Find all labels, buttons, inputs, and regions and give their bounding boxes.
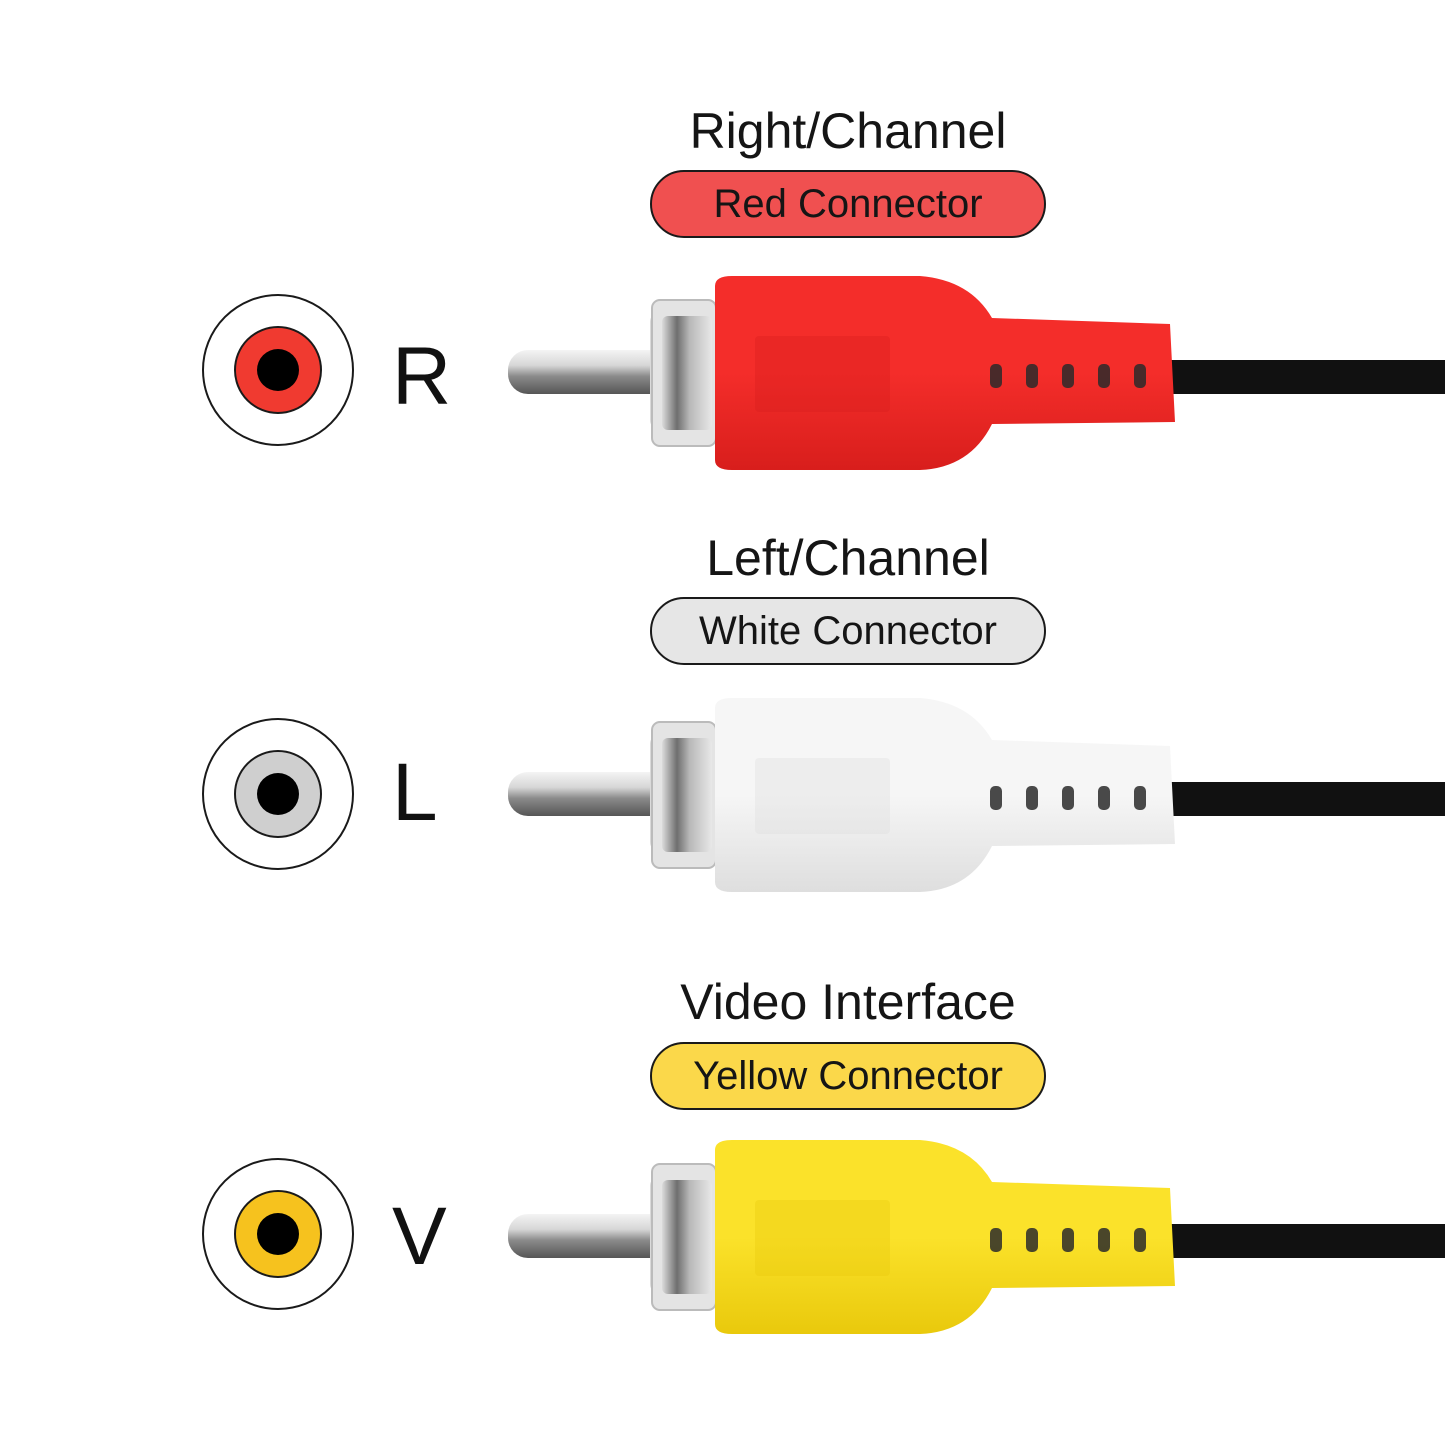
strain-relief-slot bbox=[990, 1228, 1002, 1252]
channel-letter: L bbox=[392, 747, 438, 838]
strain-relief-slot bbox=[1062, 364, 1074, 388]
rca-jack-icon bbox=[202, 294, 354, 446]
jack-hole bbox=[257, 1213, 299, 1255]
strain-relief-slot bbox=[1098, 364, 1110, 388]
channel-row-right: Right/Channel Red Connector R bbox=[0, 0, 1445, 470]
sleeve-inner bbox=[662, 1180, 712, 1294]
grip-pad bbox=[755, 758, 890, 834]
cable bbox=[1170, 1224, 1445, 1258]
sleeve-inner bbox=[662, 738, 712, 852]
strain-relief-slot bbox=[1062, 786, 1074, 810]
strain-relief-slot bbox=[1134, 1228, 1146, 1252]
sleeve-inner bbox=[662, 316, 712, 430]
cable bbox=[1170, 782, 1445, 816]
rca-plug-icon bbox=[508, 698, 1445, 892]
strain-relief-slot bbox=[1062, 1228, 1074, 1252]
channel-heading: Video Interface bbox=[680, 974, 1016, 1030]
rca-jack-icon bbox=[202, 1158, 354, 1310]
strain-relief-slot bbox=[1134, 786, 1146, 810]
strain-relief-slot bbox=[1134, 364, 1146, 388]
plug-body bbox=[715, 276, 1175, 470]
channel-heading: Left/Channel bbox=[706, 530, 990, 586]
jack-hole bbox=[257, 773, 299, 815]
cable bbox=[1170, 360, 1445, 394]
channel-heading: Right/Channel bbox=[689, 103, 1007, 159]
strain-relief-slot bbox=[1026, 1228, 1038, 1252]
rca-plug-icon bbox=[508, 276, 1445, 470]
connector-badge: Yellow Connector bbox=[650, 1042, 1046, 1110]
jack-hole bbox=[257, 349, 299, 391]
strain-relief-slot bbox=[990, 786, 1002, 810]
center-pin bbox=[508, 772, 678, 816]
strain-relief-slot bbox=[1098, 786, 1110, 810]
center-pin bbox=[508, 350, 678, 394]
grip-pad bbox=[755, 336, 890, 412]
channel-letter: V bbox=[392, 1191, 447, 1282]
plug-body bbox=[715, 1140, 1175, 1334]
center-pin bbox=[508, 1214, 678, 1258]
channel-row-video: Video Interface Yellow Connector V bbox=[0, 0, 1445, 1334]
strain-relief-slot bbox=[1026, 786, 1038, 810]
strain-relief-slot bbox=[990, 364, 1002, 388]
rca-jack-icon bbox=[202, 718, 354, 870]
channel-row-left: Left/Channel White Connector L bbox=[0, 0, 1445, 892]
connector-badge: White Connector bbox=[650, 597, 1046, 665]
strain-relief-slot bbox=[1098, 1228, 1110, 1252]
connector-badge: Red Connector bbox=[650, 170, 1046, 238]
plug-body bbox=[715, 698, 1175, 892]
rca-plug-icon bbox=[508, 1140, 1445, 1334]
channel-letter: R bbox=[392, 331, 452, 422]
strain-relief-slot bbox=[1026, 364, 1038, 388]
grip-pad bbox=[755, 1200, 890, 1276]
